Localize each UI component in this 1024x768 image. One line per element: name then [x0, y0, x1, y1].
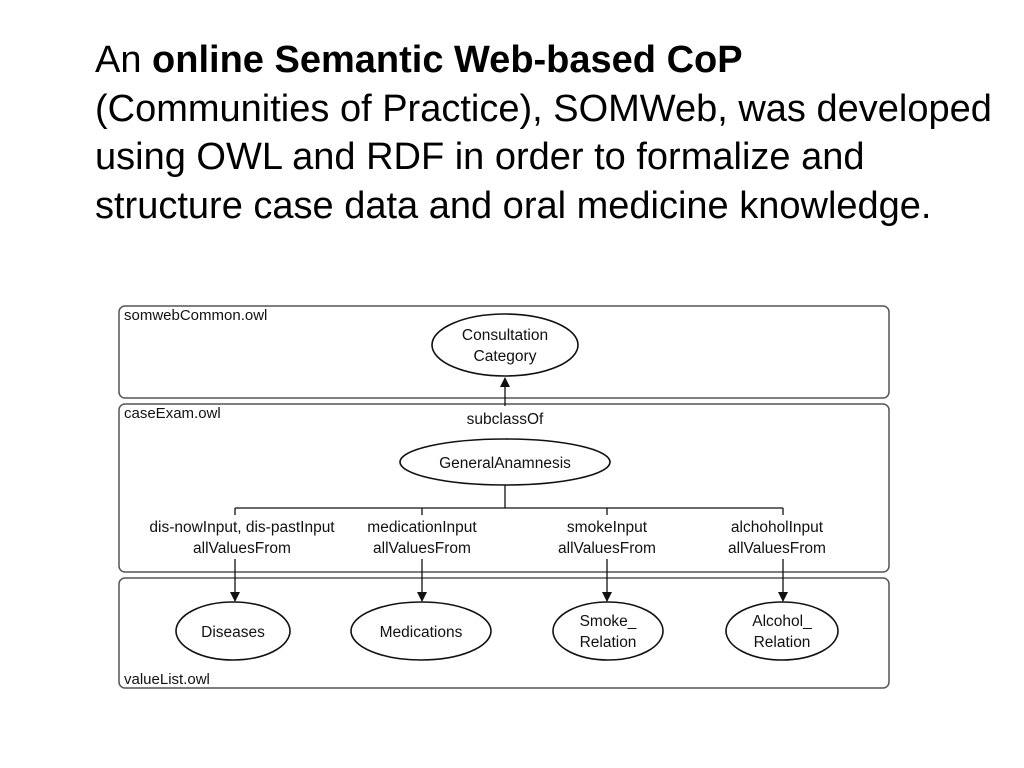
subclass-of-label: subclassOf	[467, 411, 544, 428]
value-list-box	[118, 577, 890, 689]
value-list-label: valueList.owl	[124, 671, 210, 688]
medications-node	[350, 601, 492, 661]
smoke-relation-node	[552, 601, 664, 661]
case-exam-label: caseExam.owl	[124, 405, 221, 422]
consultation-category-node	[431, 313, 579, 377]
diseases-edge-label-2: allValuesFrom	[193, 540, 291, 557]
alcohol-relation-label-2: Relation	[754, 634, 811, 651]
smoke-relation-label-1: Smoke_	[580, 613, 637, 630]
alcohol-edge-label-2: allValuesFrom	[728, 540, 826, 557]
alcohol-relation-label-1: Alcohol_	[752, 613, 812, 630]
intro-emphasis: online Semantic Web-based CoP	[152, 39, 743, 81]
alcohol-edge-label-1: alchoholInput	[731, 519, 824, 536]
consultation-category-label-1: Consultation	[462, 327, 548, 344]
diseases-edge-label-1: dis-nowInput, dis-pastInput	[149, 519, 335, 536]
intro-rest: (Communities of Practice), SOMWeb, was d…	[95, 87, 992, 227]
medications-edge-label-1: medicationInput	[367, 519, 477, 536]
diseases-label: Diseases	[201, 624, 265, 641]
somweb-common-label: somwebCommon.owl	[124, 307, 267, 324]
smoke-relation-label-2: Relation	[580, 634, 637, 651]
smoke-edge-label-2: allValuesFrom	[558, 540, 656, 557]
intro-prefix: An	[95, 39, 142, 81]
consultation-category-label-2: Category	[474, 348, 537, 365]
diseases-node	[175, 601, 291, 661]
medications-edge-label-2: allValuesFrom	[373, 540, 471, 557]
general-anamnesis-label: GeneralAnamnesis	[439, 455, 571, 472]
smoke-edge-label-1: smokeInput	[567, 519, 648, 536]
general-anamnesis-node	[399, 438, 611, 486]
alcohol-relation-node	[725, 601, 839, 661]
intro-paragraph: An online Semantic Web-based CoP (Communi…	[95, 36, 995, 230]
medications-label: Medications	[380, 624, 463, 641]
